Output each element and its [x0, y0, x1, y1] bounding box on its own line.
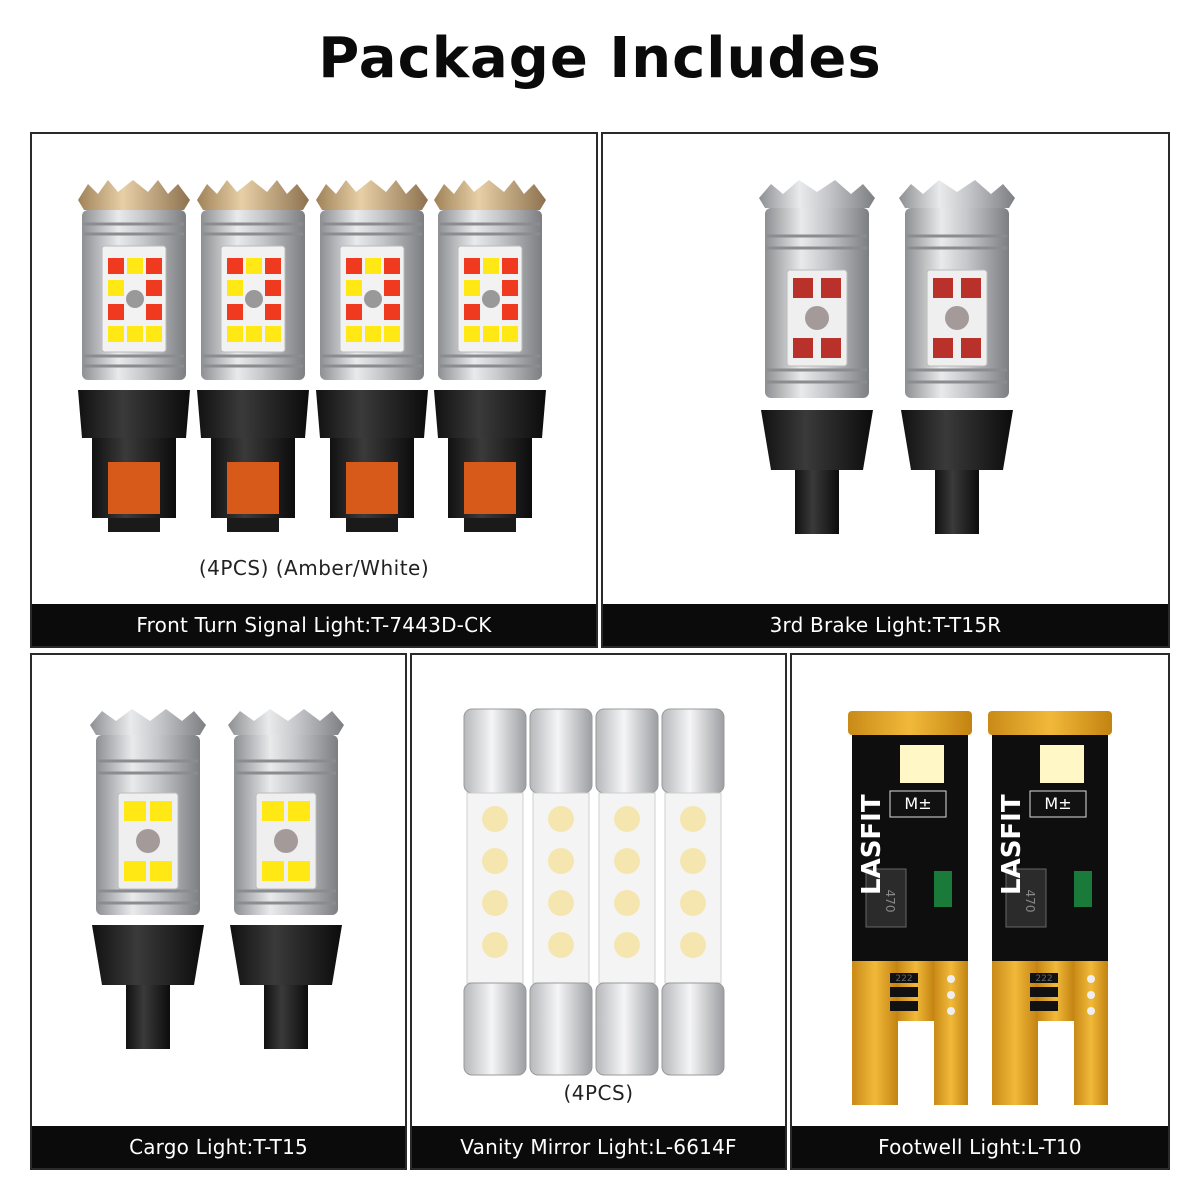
festoon-bulb-icon [463, 708, 725, 1076]
quantity-note: (4PCS) (Amber/White) [198, 556, 430, 580]
led-bulb-t10-icon: M± 470 LASFIT LASFIT 222 222 [847, 710, 1113, 1106]
brand-mark: LASFIT [857, 794, 887, 895]
page-title: Package Includes [318, 26, 882, 91]
product-caption: Vanity Mirror Light:L-6614F [412, 1126, 785, 1168]
product-panel-vanity-mirror-light: (4PCS) Vanity Mirror Light:L-6614F [410, 653, 787, 1170]
brand-mark: LASFIT [997, 794, 1027, 895]
product-panel-front-turn-signal: (4PCS) (Amber/White) Front Turn Signal L… [30, 132, 598, 648]
product-panel-3rd-brake-light: 3rd Brake Light:T-T15R [601, 132, 1170, 648]
led-bulb-7443-icon [76, 178, 548, 534]
chip-code: 222 [1035, 974, 1052, 984]
product-caption: Front Turn Signal Light:T-7443D-CK [32, 604, 596, 646]
quantity-note: (4PCS) [563, 1081, 634, 1105]
product-caption: Footwell Light:L-T10 [792, 1126, 1168, 1168]
led-bulb-t15-white-icon [88, 707, 346, 1051]
product-caption: Cargo Light:T-T15 [32, 1126, 405, 1168]
product-panel-footwell-light: M± 470 LASFIT LASFIT 222 222 Footwell Li… [790, 653, 1170, 1170]
product-panel-cargo-light: Cargo Light:T-T15 [30, 653, 407, 1170]
led-bulb-t15-red-icon [757, 178, 1017, 536]
chip-code: 222 [895, 974, 912, 984]
product-caption: 3rd Brake Light:T-T15R [603, 604, 1168, 646]
